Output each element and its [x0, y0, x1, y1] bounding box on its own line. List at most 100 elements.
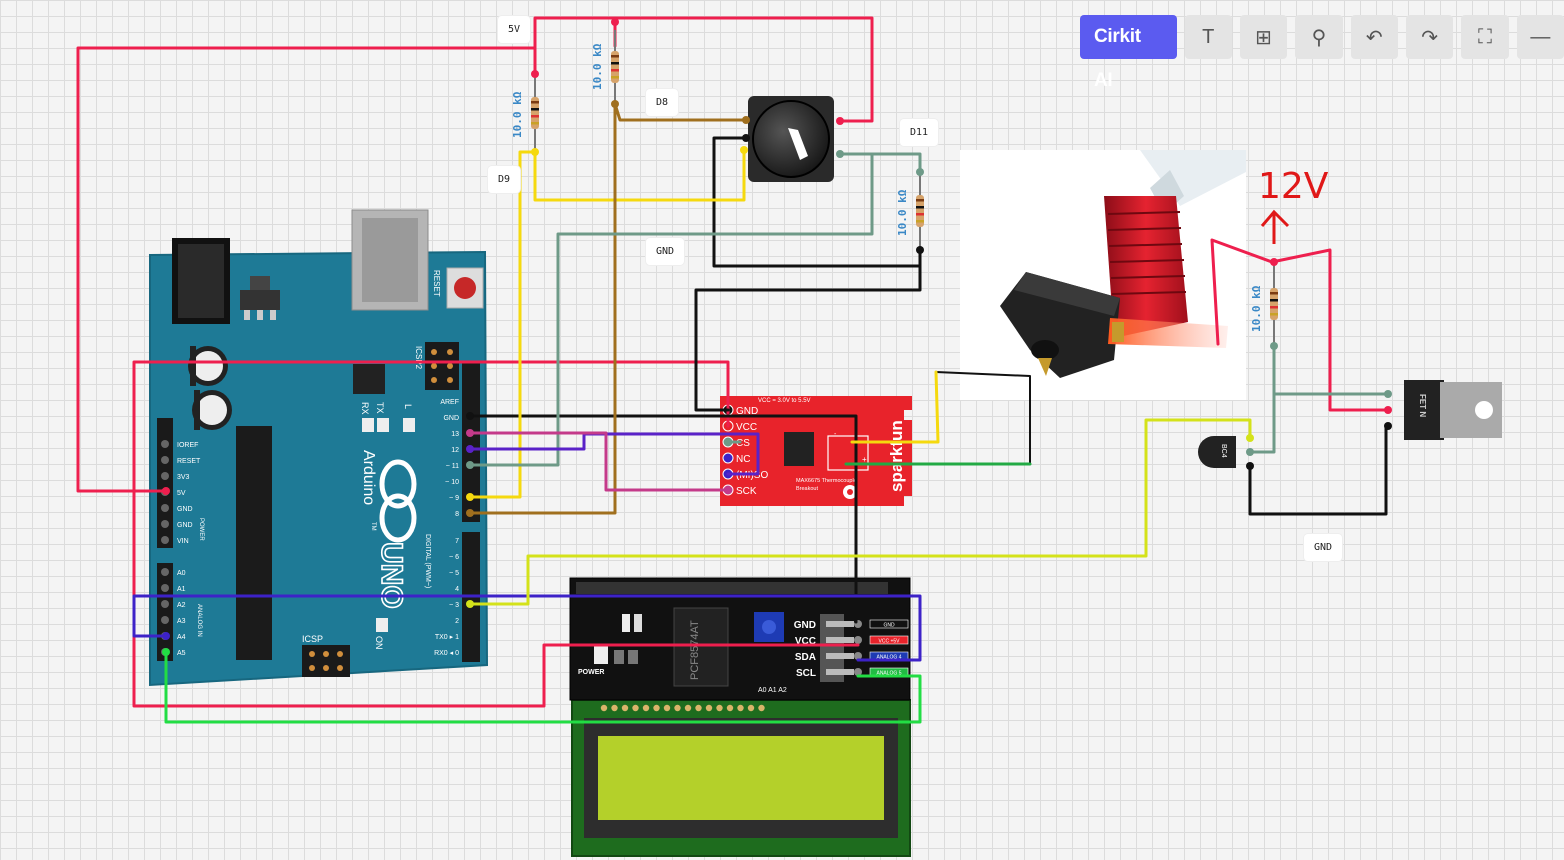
resistor[interactable]: 10.0 kΩ [1250, 262, 1278, 346]
wire-junction[interactable] [466, 445, 474, 453]
resistor[interactable]: 10.0 kΩ [591, 30, 619, 104]
wire-junction[interactable] [162, 632, 170, 640]
wire-thermo-minus[interactable] [935, 371, 1031, 465]
cirkit-ai-button[interactable]: Cirkit AI [1080, 15, 1177, 91]
wire-junction[interactable] [466, 412, 474, 420]
table-tool-button[interactable]: ⊞ [1239, 15, 1288, 59]
wire-junction[interactable] [742, 134, 750, 142]
wire-junction[interactable] [162, 648, 170, 656]
power-pin[interactable] [161, 536, 169, 544]
wire-junction[interactable] [916, 168, 924, 176]
wire-junction[interactable] [740, 146, 748, 154]
i2c-pin-end[interactable] [854, 668, 862, 676]
wire-5v-tc[interactable] [132, 360, 730, 493]
wire-junction[interactable] [1384, 390, 1392, 398]
mosfet-fet-n[interactable]: FET N [1404, 380, 1502, 440]
power-pin[interactable] [161, 520, 169, 528]
minimize-button[interactable]: — [1516, 15, 1564, 59]
route-tool-button[interactable]: ⚲ [1295, 15, 1343, 59]
wire-gnd-tc[interactable] [694, 264, 922, 412]
net-label-gnd[interactable]: GND [646, 238, 685, 265]
power-pin[interactable] [161, 456, 169, 464]
analog-pin[interactable] [161, 568, 169, 576]
digital-pin-label: 7 [455, 538, 459, 545]
wire-gate-2[interactable] [1272, 344, 1390, 396]
wire-junction[interactable] [1270, 342, 1278, 350]
wire-junction[interactable] [466, 461, 474, 469]
wire-junction[interactable] [1270, 258, 1278, 266]
wire-junction[interactable] [466, 600, 474, 608]
i2c-pin-end[interactable] [854, 636, 862, 644]
wire-5v-main[interactable] [76, 16, 874, 493]
redo-button[interactable]: ↷ [1405, 15, 1454, 59]
lcd-pin [716, 704, 723, 712]
net-label-5v[interactable]: 5V [498, 16, 531, 43]
wire-d11[interactable] [468, 152, 922, 467]
wire-d13-sck[interactable] [468, 431, 730, 492]
resistor[interactable]: 10.0 kΩ [896, 172, 924, 250]
i2c-pin[interactable] [826, 653, 854, 659]
digital-pin-label: TX0 ▸ 1 [435, 634, 459, 641]
wire-junction[interactable] [531, 148, 539, 156]
analog-pin[interactable] [161, 616, 169, 624]
wire-junction[interactable] [1246, 462, 1254, 470]
i2c-pin[interactable] [826, 637, 854, 643]
wire-12v[interactable] [1210, 238, 1390, 412]
i2c-pin[interactable] [826, 669, 854, 675]
power-pin-label: VIN [177, 538, 189, 545]
wire-gnd-main[interactable] [468, 414, 858, 624]
wire-gnd-fet[interactable] [1248, 424, 1388, 516]
wire-junction[interactable] [1384, 406, 1392, 414]
wire-junction[interactable] [916, 246, 924, 254]
wire-junction[interactable] [1384, 422, 1392, 430]
net-label-d9[interactable]: D9 [488, 166, 521, 193]
i2c-pin-end[interactable] [854, 652, 862, 660]
resistor[interactable]: 10.0 kΩ [511, 74, 539, 152]
power-pin[interactable] [161, 440, 169, 448]
power-pin[interactable] [161, 472, 169, 480]
i2c-pin[interactable] [826, 621, 854, 627]
net-label-d11[interactable]: D11 [900, 119, 939, 146]
wire-junction[interactable] [466, 493, 474, 501]
wire-junction[interactable] [1246, 448, 1254, 456]
wire-thermo-plus[interactable] [850, 370, 940, 444]
icsp2-header [425, 342, 459, 390]
power-pin[interactable] [161, 504, 169, 512]
analog-pin[interactable] [161, 584, 169, 592]
net-label-d8[interactable]: D8 [646, 89, 679, 116]
wire-d3[interactable] [468, 418, 1252, 606]
analog-pin[interactable] [161, 600, 169, 608]
wire-junction[interactable] [162, 487, 170, 495]
l-led [403, 418, 415, 432]
tc-pin[interactable] [722, 452, 734, 464]
lcd-display[interactable] [571, 699, 911, 857]
wire-junction[interactable] [742, 116, 750, 124]
wire-junction[interactable] [611, 100, 619, 108]
power-pin-label: 3V3 [177, 474, 190, 481]
wire-junction[interactable] [466, 509, 474, 517]
12v-text: 12V [1258, 166, 1329, 207]
wire-junction[interactable] [531, 70, 539, 78]
undo-button[interactable]: ↶ [1350, 15, 1398, 59]
i2c-tag-label: ANALOG 4 [876, 655, 901, 661]
wire-d12-so[interactable] [468, 432, 760, 476]
digital-pin-label: 4 [455, 586, 459, 593]
fullscreen-button[interactable]: ⛶ [1461, 15, 1509, 59]
text-tool-button[interactable]: T [1184, 15, 1232, 59]
arduino-uno[interactable]: RESET ICSP2 RX TX L Arduino UNO TM DIGIT… [149, 209, 489, 687]
wire-gate[interactable] [1248, 344, 1276, 454]
wire-gnd-pot[interactable] [712, 136, 922, 268]
lcd-pin [726, 704, 734, 712]
potentiometer[interactable] [748, 96, 834, 182]
wire-junction[interactable] [836, 150, 844, 158]
wire-junction[interactable] [1246, 434, 1254, 442]
wire-scl[interactable] [164, 650, 922, 724]
wire-junction[interactable] [466, 429, 474, 437]
bc-transistor[interactable]: BC4 [1198, 436, 1236, 468]
wire-junction[interactable] [836, 117, 844, 125]
wire-junction[interactable] [611, 18, 619, 26]
net-label-gnd-right[interactable]: GND [1304, 534, 1343, 561]
